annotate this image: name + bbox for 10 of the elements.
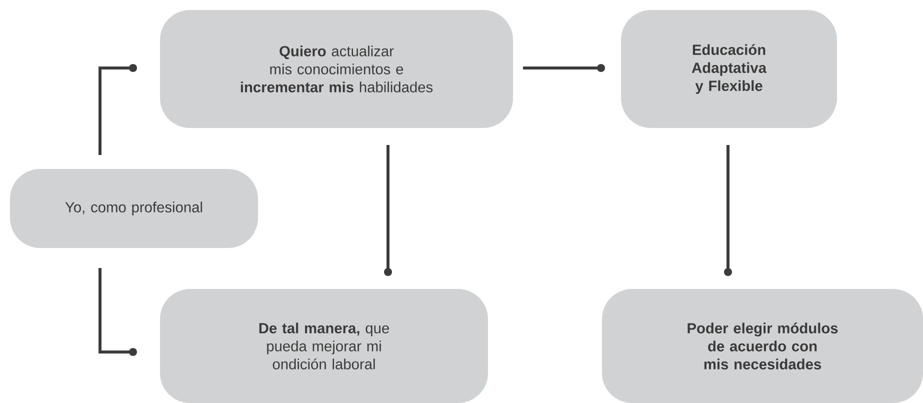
process-box: De tal manera, que pueda mejorar mi ondición laboral: [160, 289, 488, 403]
connector: [98, 64, 137, 155]
process-box: Poder elegir módulos de acuerdo con mis necesidades: [602, 289, 923, 403]
process-box: Educación Adaptativa y Flexible: [621, 10, 838, 128]
connector: [384, 145, 392, 276]
connector: [98, 268, 137, 356]
connector: [724, 145, 732, 276]
connector: [523, 64, 606, 72]
process-box: Quiero actualizar mis conocimientos e incrementar mis habilidades: [160, 10, 514, 128]
start-box: Yo, como profesional: [10, 169, 258, 248]
